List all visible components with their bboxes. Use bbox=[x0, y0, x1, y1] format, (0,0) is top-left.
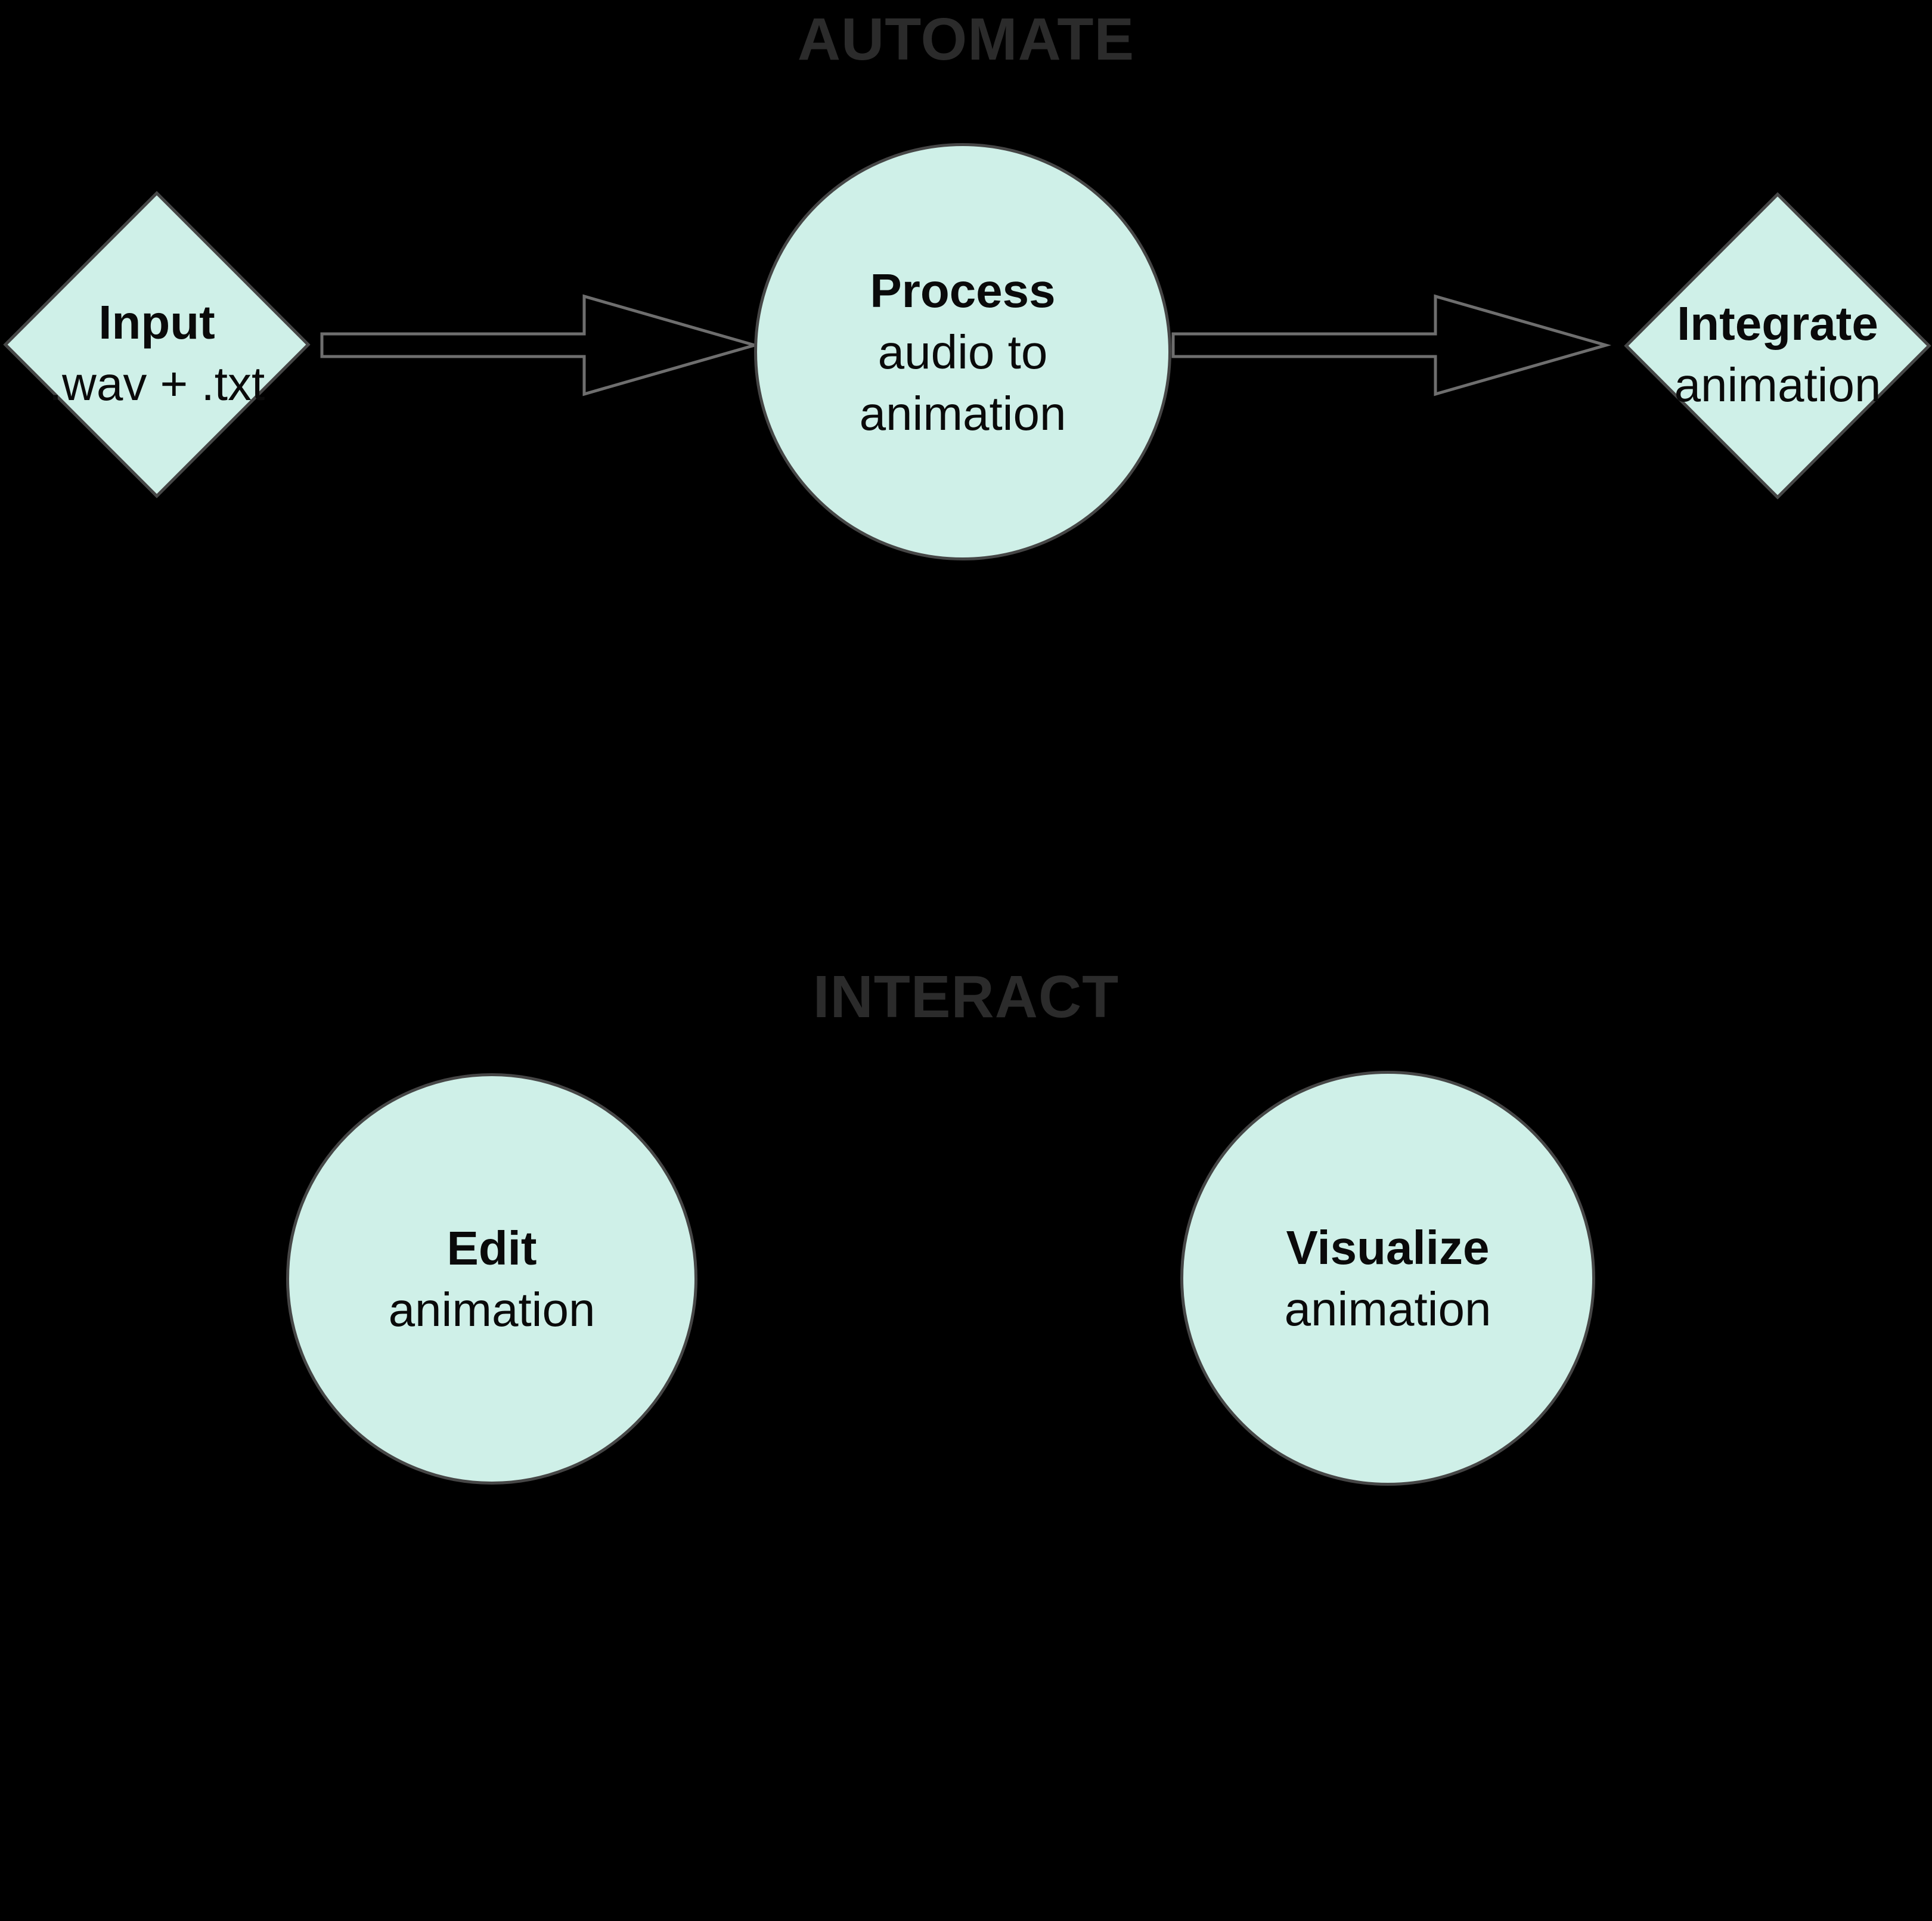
integrate-subtitle: animation bbox=[1674, 358, 1881, 411]
integrate-title: Integrate bbox=[1677, 297, 1878, 350]
process-label: Process audio to animation bbox=[754, 143, 1171, 560]
node-integrate: Integrate animation bbox=[1624, 192, 1931, 500]
visualize-title: Visualize bbox=[1286, 1221, 1490, 1274]
arrow-input-to-process bbox=[320, 294, 761, 396]
input-title: Input bbox=[98, 296, 215, 349]
process-subtitle-line1: audio to bbox=[877, 325, 1048, 379]
edit-label: Edit animation bbox=[286, 1073, 697, 1485]
process-circle-shape bbox=[754, 143, 1171, 560]
arrow-process-to-integrate bbox=[1171, 294, 1612, 396]
section-title-interact: INTERACT bbox=[813, 963, 1119, 1030]
input-label: Input .wav + .txt bbox=[4, 200, 310, 506]
integrate-label: Integrate animation bbox=[1624, 201, 1931, 507]
edit-circle-shape bbox=[286, 1073, 697, 1485]
process-title: Process bbox=[870, 264, 1056, 317]
visualize-label: Visualize animation bbox=[1180, 1071, 1595, 1486]
process-subtitle-line2: animation bbox=[859, 386, 1066, 440]
edit-title: Edit bbox=[446, 1222, 537, 1275]
visualize-circle-shape bbox=[1180, 1071, 1595, 1486]
node-visualize: Visualize animation bbox=[1180, 1071, 1595, 1486]
input-subtitle: .wav + .txt bbox=[48, 357, 265, 410]
section-title-automate: AUTOMATE bbox=[797, 6, 1135, 73]
node-edit: Edit animation bbox=[286, 1073, 697, 1485]
node-input: Input .wav + .txt bbox=[3, 191, 311, 498]
edit-subtitle: animation bbox=[388, 1283, 596, 1336]
visualize-subtitle: animation bbox=[1284, 1282, 1491, 1336]
node-process: Process audio to animation bbox=[754, 143, 1171, 560]
